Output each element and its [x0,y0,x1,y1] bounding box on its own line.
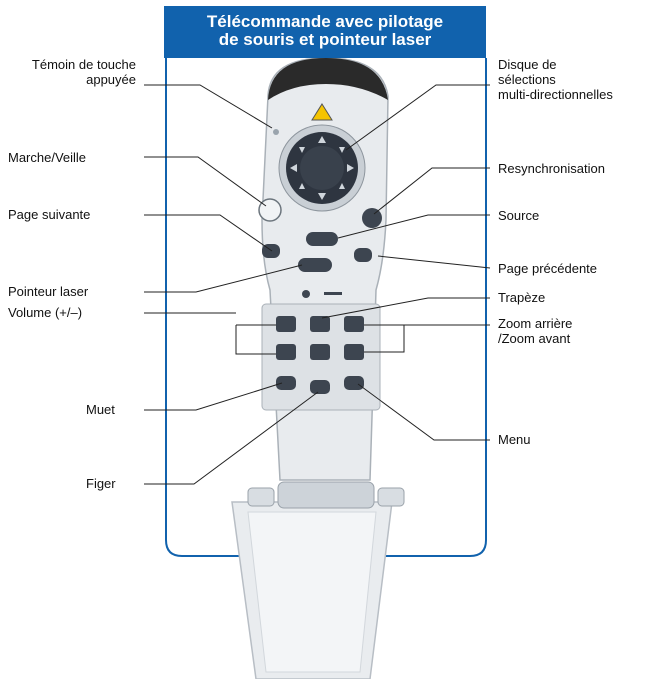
label-marche-veille: Marche/Veille [8,150,87,165]
title-banner: Télécommande avec pilotage de souris et … [164,6,486,58]
label-temoin: Témoin de touche appuyée [31,57,136,87]
indicator-led [273,129,279,135]
label-disque: Disque de sélections multi-directionnell… [498,57,613,102]
menu-button [344,376,364,390]
keystone-down-button [310,344,330,360]
label-source: Source [498,208,540,223]
mute-button [276,376,296,390]
label-menu: Menu [498,432,531,447]
volume-minus-button [276,344,296,360]
label-figer: Figer [86,476,116,491]
zoom-out-button [344,316,364,332]
resync-button [362,208,382,228]
title-line-2: de souris et pointeur laser [218,30,432,49]
zoom-in-button [344,344,364,360]
power-button [258,198,282,222]
label-page-precedente: Page précédente [498,261,598,276]
title-line-1: Télécommande avec pilotage [206,12,444,31]
freeze-button [310,380,330,394]
label-pointeur-laser: Pointeur laser [8,284,89,299]
label-volume: Volume (+/–) [8,305,83,320]
page-prev-button [354,248,372,262]
label-trapeze: Trapèze [498,290,546,305]
laser-button [298,258,332,272]
hinge [277,481,375,509]
remote-top-cap [268,58,388,100]
source-button [306,232,338,246]
label-page-suivante: Page suivante [8,207,91,222]
label-zoom: Zoom arrière /Zoom avant [498,316,573,346]
leader-lines [144,84,491,485]
volume-plus-button [276,316,296,332]
laser-warning-icon [311,103,333,121]
label-muet: Muet [86,402,115,417]
label-resynchronisation: Resynchronisation [498,161,605,176]
keystone-up-button [310,316,330,332]
